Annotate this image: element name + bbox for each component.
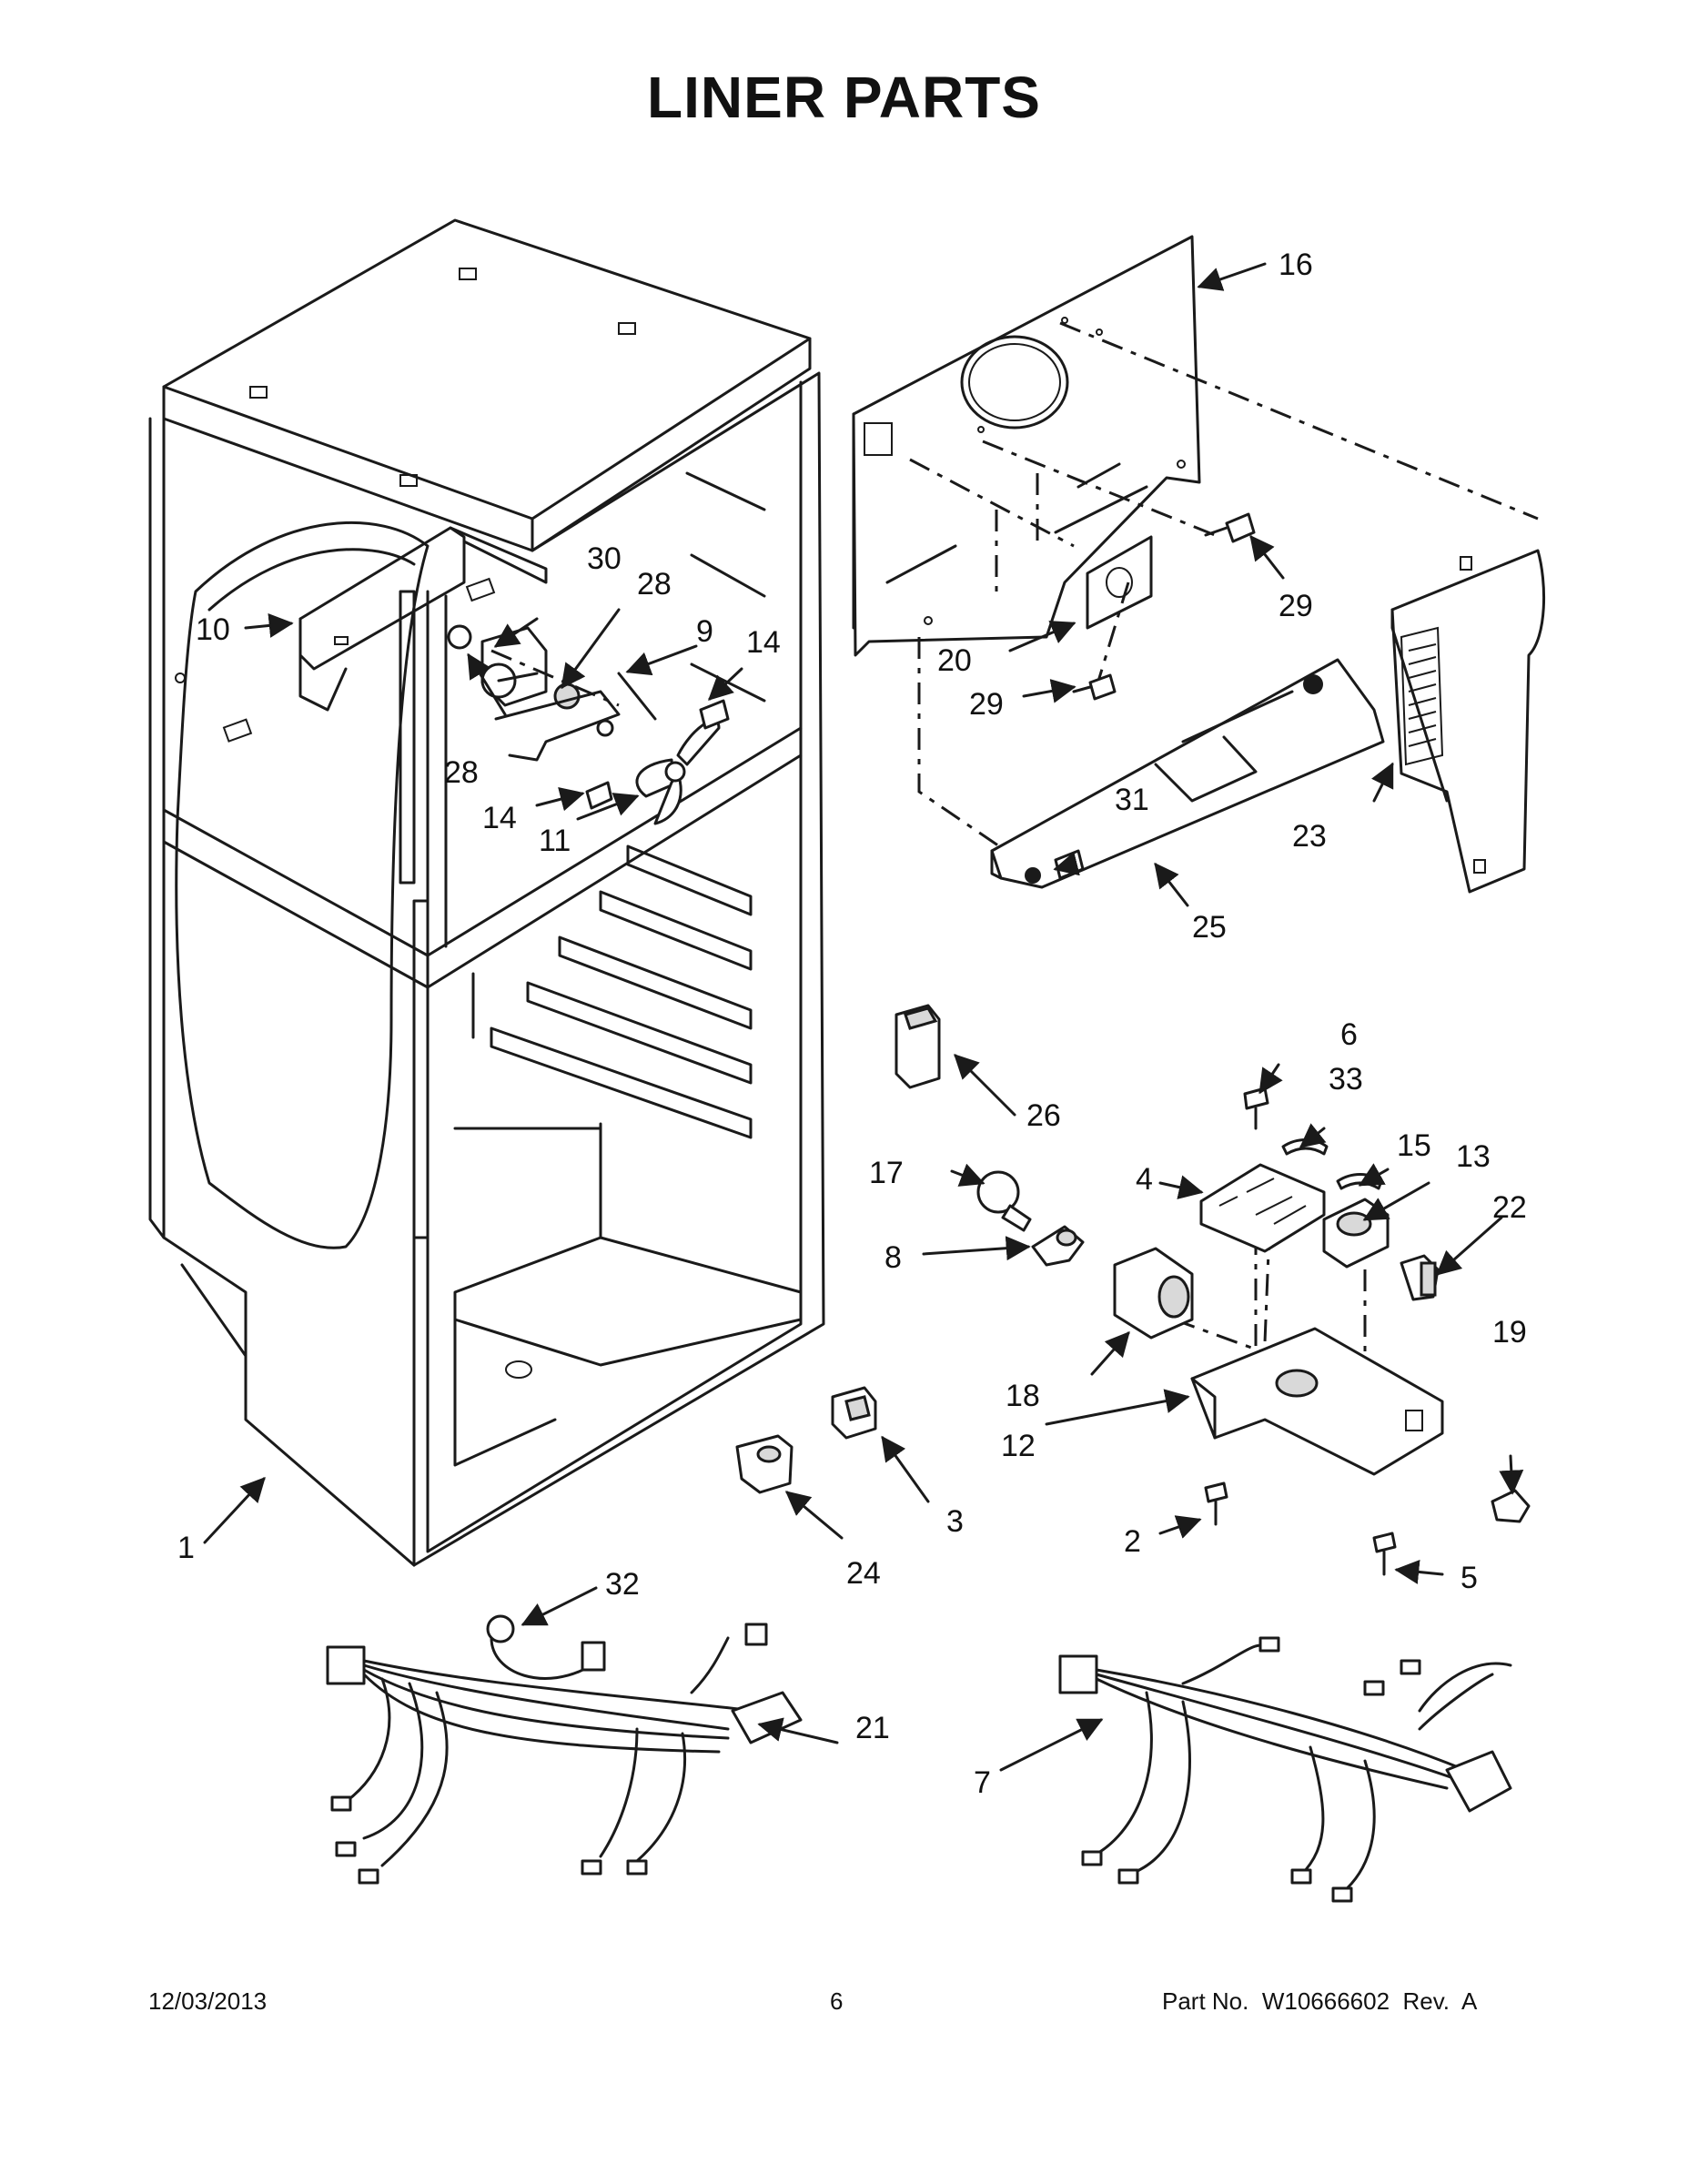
callout-28a: 28 <box>637 567 672 602</box>
callout-9: 9 <box>696 614 713 649</box>
callout-21: 21 <box>855 1711 890 1745</box>
footer-date: 12/03/2013 <box>148 1987 268 2015</box>
callout-14b: 14 <box>482 801 517 835</box>
callout-29b: 29 <box>969 687 1004 722</box>
wire-harness-21 <box>326 1614 803 1885</box>
thermostat <box>1322 1198 1390 1269</box>
fan-motor <box>447 624 657 762</box>
fan-bracket <box>298 526 548 712</box>
screw <box>1072 512 1256 701</box>
evaporator-cover <box>852 235 1201 657</box>
lamp-socket <box>1031 1225 1085 1267</box>
screw <box>1243 1087 1269 1130</box>
clip <box>1491 1489 1531 1523</box>
callout-11: 11 <box>539 824 571 858</box>
alignment-lines <box>490 321 1539 1465</box>
callout-labels: 1 2 3 4 5 6 7 8 9 10 11 12 13 14 14 15 1… <box>177 248 1527 1800</box>
control-knob <box>1400 1254 1440 1301</box>
callout-17: 17 <box>869 1156 904 1190</box>
footer-page-number: 6 <box>830 1987 844 2015</box>
callout-20: 20 <box>937 643 972 678</box>
callout-25: 25 <box>1192 910 1227 945</box>
footer-part-number: Part No. W10666602 Rev. A <box>1162 1987 1478 2015</box>
callout-16: 16 <box>1279 248 1313 282</box>
control-board <box>1199 1163 1326 1253</box>
callout-15: 15 <box>1397 1128 1431 1163</box>
light-housing <box>1190 1327 1444 1476</box>
control-housing <box>1390 549 1546 894</box>
control-console <box>990 658 1385 889</box>
wire-harness-7 <box>1058 1636 1512 1903</box>
callout-4: 4 <box>1136 1162 1153 1197</box>
callout-18: 18 <box>1006 1379 1040 1413</box>
callout-13: 13 <box>1456 1139 1491 1174</box>
callout-22: 22 <box>1492 1190 1527 1225</box>
callout-12: 12 <box>1001 1429 1036 1463</box>
callout-10: 10 <box>196 612 230 647</box>
callout-8: 8 <box>884 1240 902 1275</box>
light-bulb <box>976 1170 1032 1232</box>
callout-32: 32 <box>605 1567 640 1602</box>
callout-28b: 28 <box>444 755 479 790</box>
screw <box>1204 1481 1397 1576</box>
liner-cabinet <box>148 218 825 1567</box>
callout-31: 31 <box>1115 783 1149 817</box>
part-24 <box>735 1434 793 1494</box>
callout-19: 19 <box>1492 1315 1527 1350</box>
light-shield <box>1113 1247 1194 1340</box>
callout-7: 7 <box>974 1765 991 1800</box>
callout-24: 24 <box>846 1556 881 1591</box>
callout-6: 6 <box>1340 1017 1358 1052</box>
callout-30: 30 <box>587 541 622 576</box>
callout-2: 2 <box>1124 1524 1141 1559</box>
fan-blade <box>635 719 721 825</box>
callout-1: 1 <box>177 1531 195 1565</box>
callout-arrows <box>203 262 1524 1772</box>
callout-23: 23 <box>1292 819 1327 854</box>
callout-26: 26 <box>1026 1098 1061 1133</box>
callout-14a: 14 <box>746 625 781 660</box>
callout-3: 3 <box>946 1504 964 1539</box>
part-3 <box>831 1386 877 1440</box>
screw <box>585 699 730 810</box>
callout-5: 5 <box>1461 1561 1478 1595</box>
page-title: LINER PARTS <box>647 65 1041 130</box>
callout-29a: 29 <box>1279 589 1313 623</box>
part-26 <box>895 1004 941 1089</box>
callout-33: 33 <box>1329 1062 1363 1097</box>
